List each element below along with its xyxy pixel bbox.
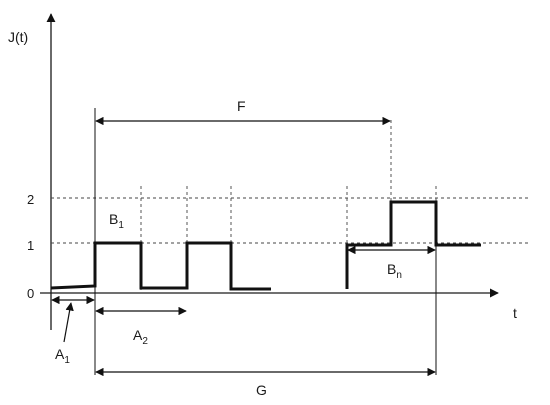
a2-label: A2 — [133, 327, 148, 347]
y-tick-0: 0 — [27, 286, 34, 301]
g-label: G — [256, 382, 267, 398]
signal-waveform-right — [345, 200, 481, 289]
f-label: F — [237, 98, 246, 114]
bn-label: Bn — [387, 261, 402, 281]
y-tick-1: 1 — [27, 238, 34, 253]
signal-waveform-left — [50, 241, 271, 291]
y-tick-2: 2 — [27, 192, 34, 207]
a1-label: A1 — [55, 346, 70, 366]
y-axis-label: J(t) — [8, 29, 28, 45]
b1-label: B1 — [109, 211, 124, 231]
a1-leader-arrow — [63, 302, 74, 343]
x-axis-label: t — [513, 305, 517, 321]
